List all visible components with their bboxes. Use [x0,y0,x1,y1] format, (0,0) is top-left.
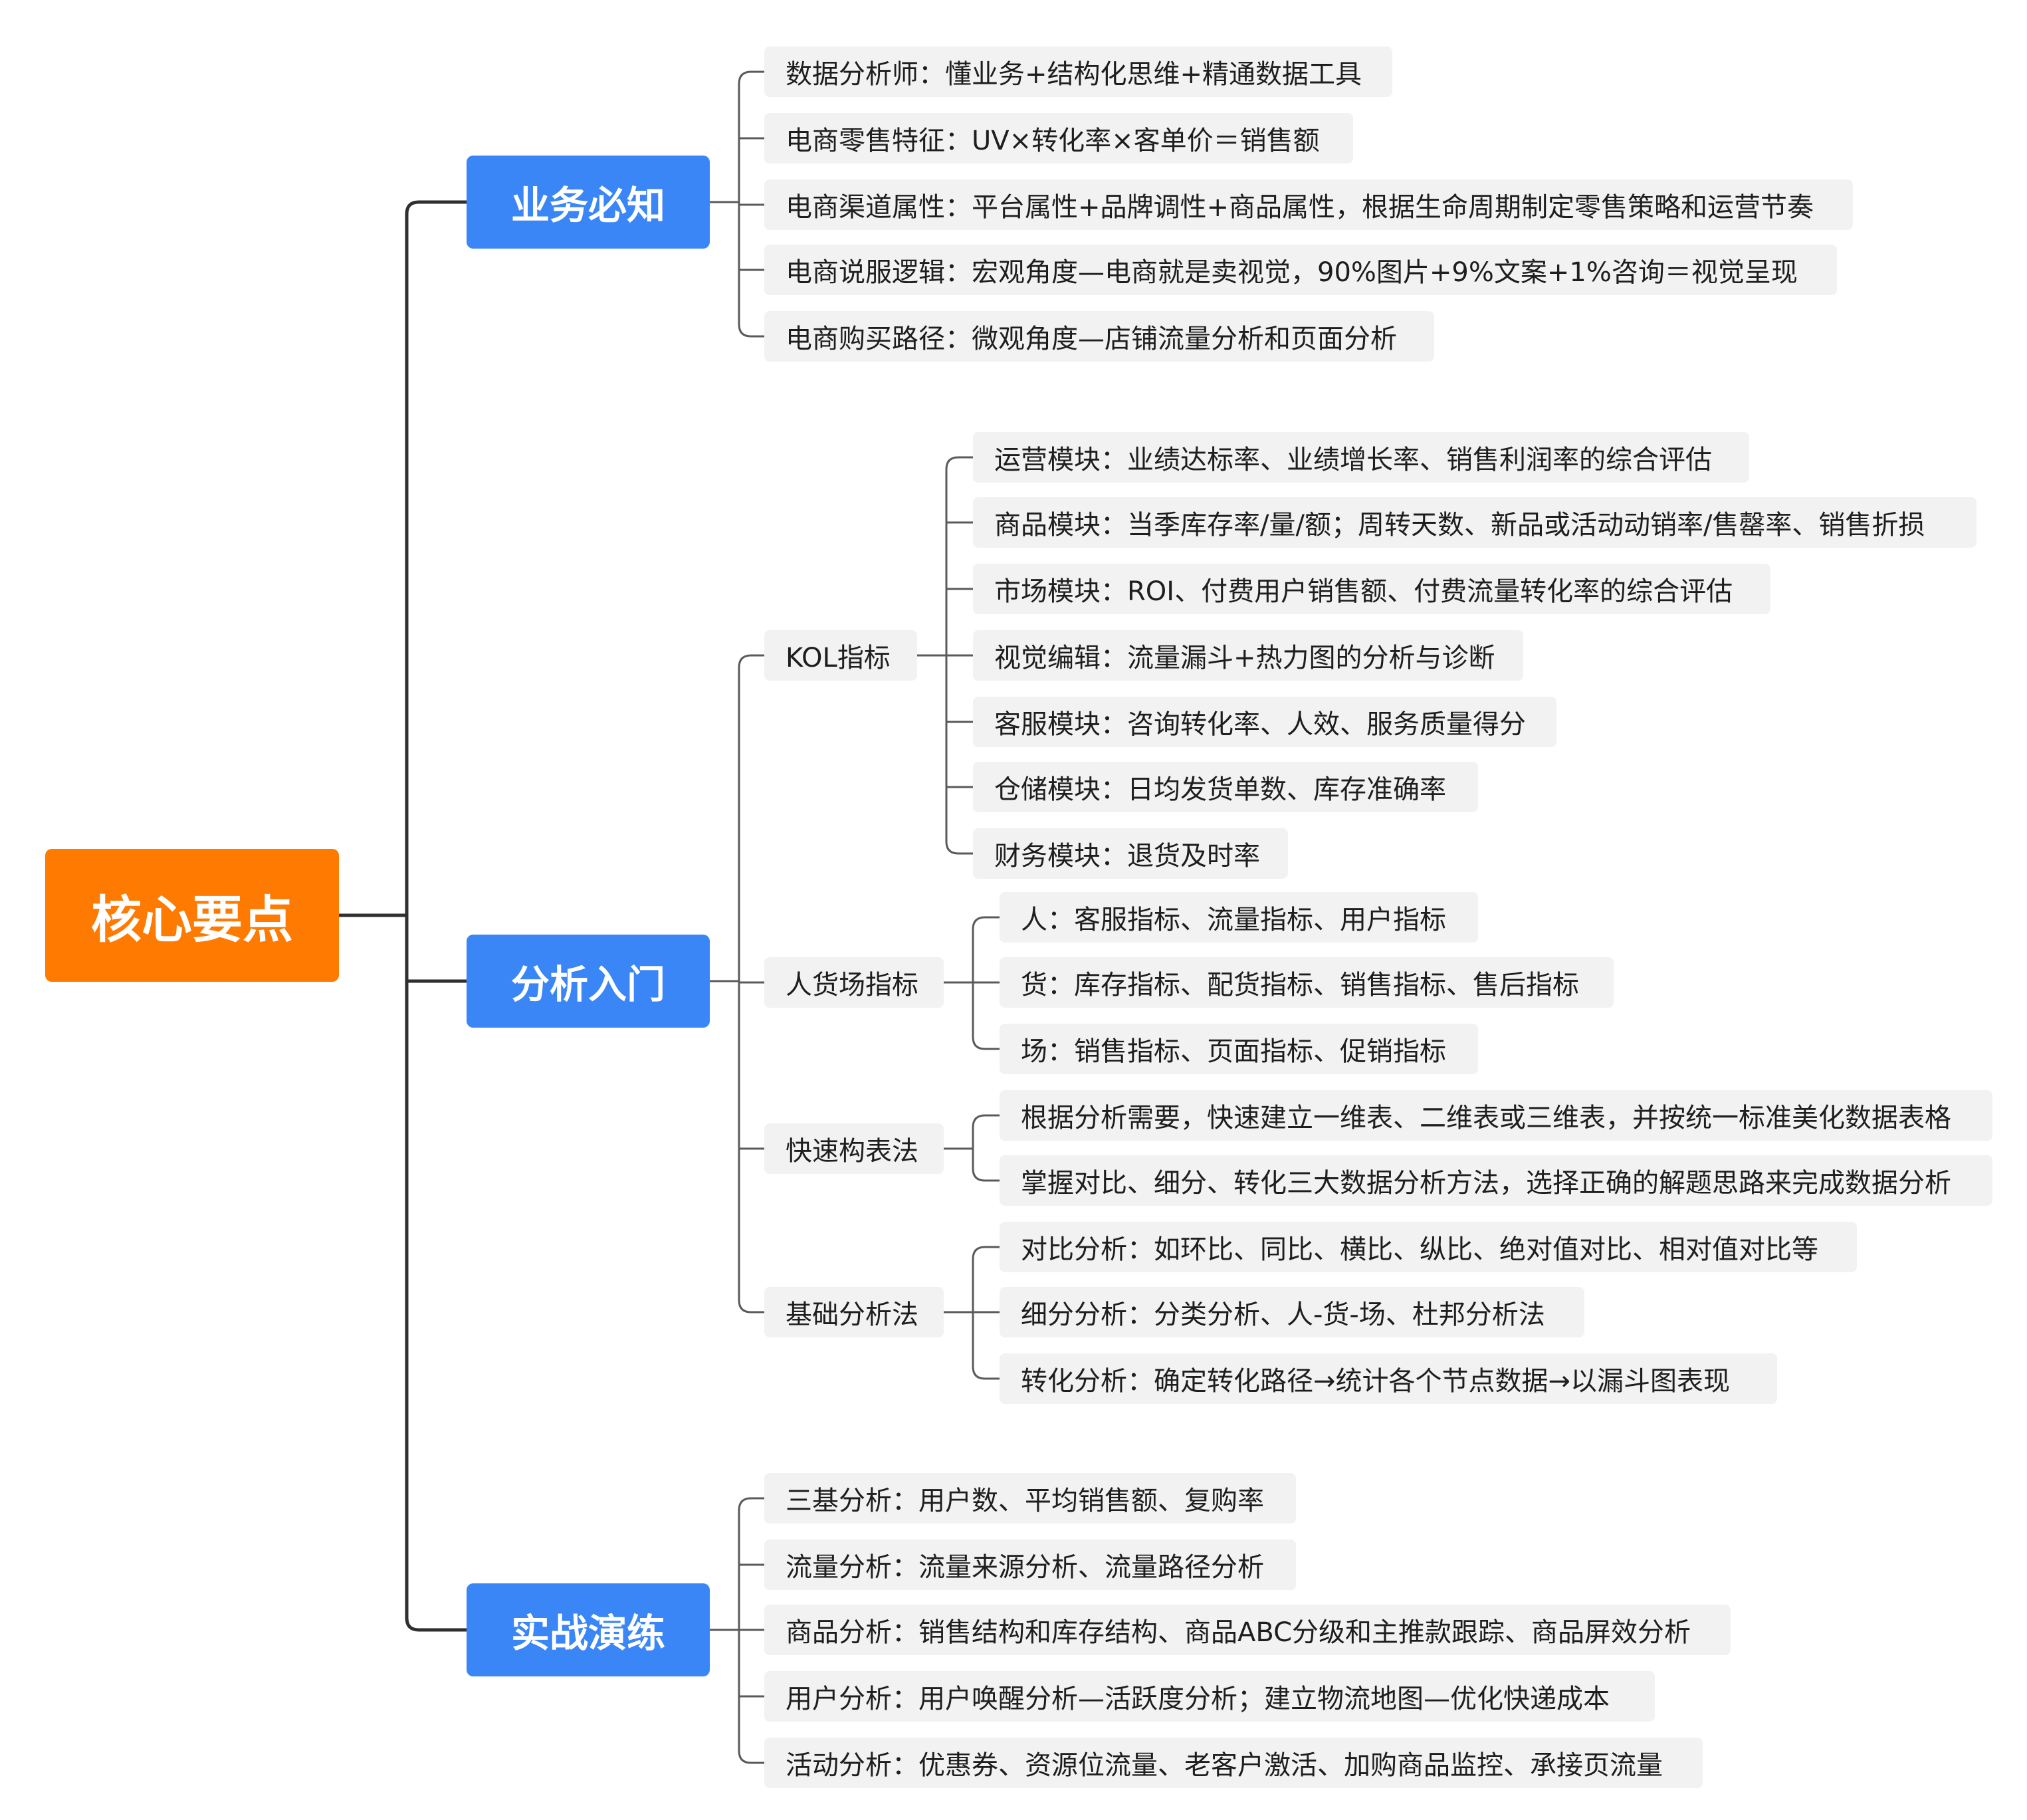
leaf-node[interactable]: 视觉编辑：流量漏斗+热力图的分析与诊断 [973,630,1523,681]
leaf-node[interactable]: 用户分析：用户唤醒分析—活跃度分析；建立物流地图—优化快递成本 [764,1671,1655,1722]
branch-connector [738,1497,766,1512]
leaf-node[interactable]: 运营模块：业绩达标率、业绩增长率、销售利润率的综合评估 [973,432,1749,483]
leaf-node[interactable]: 对比分析：如环比、同比、横比、纵比、绝对值对比、相对值对比等 [1000,1222,1857,1272]
branch-node-practice[interactable]: 实战演练 [467,1583,710,1676]
root-node[interactable]: 核心要点 [45,849,339,982]
leaf-node[interactable]: 财务模块：退货及时率 [973,828,1288,879]
sub-node-basic-analysis[interactable]: 基础分析法 [764,1287,944,1337]
sub-connector [945,840,974,855]
sub-node-kol[interactable]: KOL指标 [764,630,917,681]
leaf-node[interactable]: 市场模块：ROI、付费用户销售额、付费流量转化率的综合评估 [973,564,1770,614]
root-connector [405,200,469,216]
leaf-node[interactable]: 三基分析：用户数、平均销售额、复购率 [764,1473,1296,1524]
branch-connector [738,1299,766,1313]
sub-connector [945,456,974,471]
branch-node-business[interactable]: 业务必知 [467,156,710,249]
leaf-node[interactable]: 电商购买路径：微观角度—店铺流量分析和页面分析 [764,311,1434,362]
sub-connector [972,1114,1001,1129]
leaf-node[interactable]: 流量分析：流量来源分析、流量路径分析 [764,1539,1296,1590]
branch-connector [738,654,766,669]
leaf-node[interactable]: 数据分析师：懂业务+结构化思维+精通数据工具 [764,47,1392,97]
branch-connector [738,70,766,85]
root-connector [405,1616,469,1632]
leaf-node[interactable]: 转化分析：确定转化路径→统计各个节点数据→以漏斗图表现 [1000,1353,1777,1404]
leaf-node[interactable]: 商品模块：当季库存率/量/额；周转天数、新品或活动动销率/售罄率、销售折损 [973,497,1976,548]
leaf-node[interactable]: 电商渠道属性：平台属性+品牌调性+商品属性，根据生命周期制定零售策略和运营节奏 [764,179,1853,230]
leaf-node[interactable]: 根据分析需要，快速建立一维表、二维表或三维表，并按统一标准美化数据表格 [1000,1090,1992,1141]
leaf-node[interactable]: 货：库存指标、配货指标、销售指标、售后指标 [1000,957,1614,1008]
branch-connector [738,1750,766,1764]
leaf-node[interactable]: 电商说服逻辑：宏观角度—电商就是卖视觉，90%图片+9%文案+1%咨询＝视觉呈现 [764,245,1837,295]
leaf-node[interactable]: 掌握对比、细分、转化三大数据分析方法，选择正确的解题思路来完成数据分析 [1000,1155,1992,1206]
sub-connector [972,1365,1001,1380]
leaf-node[interactable]: 细分分析：分类分析、人-货-场、杜邦分析法 [1000,1287,1584,1337]
leaf-node[interactable]: 电商零售特征：UV×转化率×客单价＝销售额 [764,113,1353,164]
branch-connector [738,323,766,338]
sub-connector [972,1036,1001,1050]
leaf-node[interactable]: 活动分析：优惠券、资源位流量、老客户激活、加购商品监控、承接页流量 [764,1738,1703,1788]
leaf-node[interactable]: 人：客服指标、流量指标、用户指标 [1000,892,1478,943]
leaf-node[interactable]: 场：销售指标、页面指标、促销指标 [1000,1024,1478,1074]
branch-node-analysis-intro[interactable]: 分析入门 [467,935,710,1028]
sub-node-quick-table[interactable]: 快速构表法 [764,1123,944,1174]
leaf-node[interactable]: 仓储模块：日均发货单数、库存准确率 [973,762,1478,812]
leaf-node[interactable]: 客服模块：咨询转化率、人效、服务质量得分 [973,697,1556,747]
sub-node-people-goods-place[interactable]: 人货场指标 [764,957,944,1008]
sub-connector [972,1167,1001,1182]
leaf-node[interactable]: 商品分析：销售结构和库存结构、商品ABC分级和主推款跟踪、商品屏效分析 [764,1605,1731,1655]
sub-connector [972,916,1001,931]
sub-connector [972,1246,1001,1260]
